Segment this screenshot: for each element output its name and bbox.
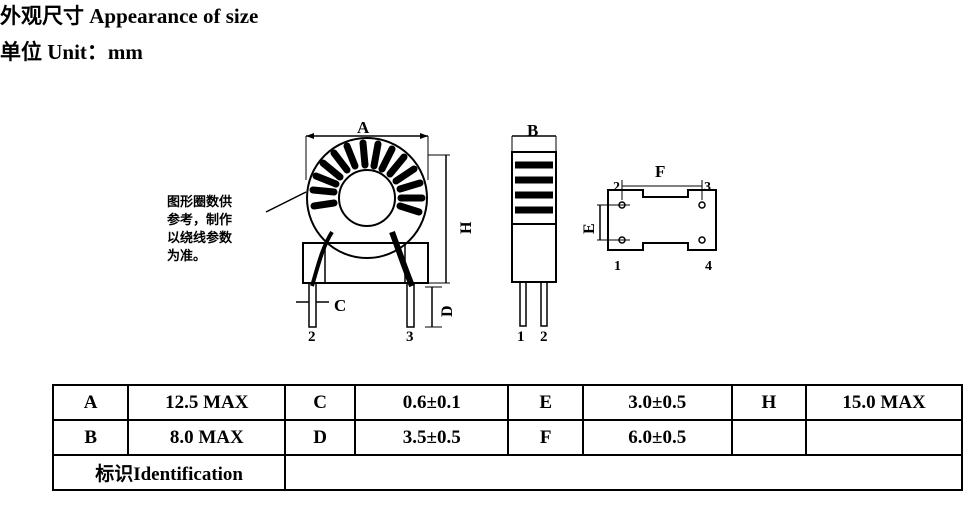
table-cell: 8.0 MAX xyxy=(127,419,287,456)
spec-table: A 12.5 MAX C 0.6±0.1 E 3.0±0.5 H 15.0 MA… xyxy=(51,384,963,491)
identification-value xyxy=(284,454,963,491)
note-line: 为准。 xyxy=(167,248,206,263)
table-cell: H xyxy=(730,384,808,421)
bottom-pin-label: 1 xyxy=(614,259,621,274)
dimension-drawing: A B C D E F H 2 3 1 2 2 3 1 4 图形圈数供 参考，制… xyxy=(167,118,717,345)
table-row: B 8.0 MAX D 3.5±0.5 F 6.0±0.5 xyxy=(51,419,963,456)
page-title: 外观尺寸 Appearance of size xyxy=(0,4,259,28)
bottom-view xyxy=(597,180,717,251)
table-cell: F xyxy=(507,419,585,456)
side-pin-label: 1 xyxy=(517,329,525,345)
front-pin-label: 2 xyxy=(308,329,316,345)
dim-label-e: E xyxy=(581,223,598,234)
bottom-pin-label: 3 xyxy=(704,180,711,195)
dim-label-b: B xyxy=(527,121,538,140)
table-cell: D xyxy=(284,419,357,456)
table-cell xyxy=(730,419,808,456)
bottom-pin-label: 2 xyxy=(613,180,620,195)
note-line: 以绕线参数 xyxy=(167,230,233,245)
dim-label-c: C xyxy=(334,296,346,315)
table-cell: C xyxy=(284,384,357,421)
table-cell: A xyxy=(51,384,130,421)
side-view xyxy=(511,135,557,327)
bottom-pin-label: 4 xyxy=(705,259,712,274)
table-cell: B xyxy=(51,419,130,456)
table-cell: 3.0±0.5 xyxy=(582,384,733,421)
dim-label-f: F xyxy=(655,162,665,181)
table-row: A 12.5 MAX C 0.6±0.1 E 3.0±0.5 H 15.0 MA… xyxy=(51,384,963,421)
front-view xyxy=(265,133,450,328)
note-line: 图形圈数供 xyxy=(167,194,232,209)
identification-label: 标识Identification xyxy=(51,454,287,491)
table-cell: 3.5±0.5 xyxy=(354,419,510,456)
table-cell xyxy=(805,419,963,456)
side-pin-label: 2 xyxy=(540,329,548,345)
table-cell: 0.6±0.1 xyxy=(354,384,510,421)
dim-label-a: A xyxy=(357,118,370,137)
table-cell: E xyxy=(507,384,585,421)
unit-label: 单位 Unit：mm xyxy=(0,40,143,64)
note-line: 参考，制作 xyxy=(167,212,232,227)
table-cell: 12.5 MAX xyxy=(127,384,287,421)
table-row: 标识Identification xyxy=(51,454,963,491)
dim-label-d: D xyxy=(439,305,456,317)
dim-label-h: H xyxy=(458,221,475,234)
front-pin-label: 3 xyxy=(406,329,414,345)
table-cell: 6.0±0.5 xyxy=(582,419,733,456)
table-cell: 15.0 MAX xyxy=(805,384,963,421)
